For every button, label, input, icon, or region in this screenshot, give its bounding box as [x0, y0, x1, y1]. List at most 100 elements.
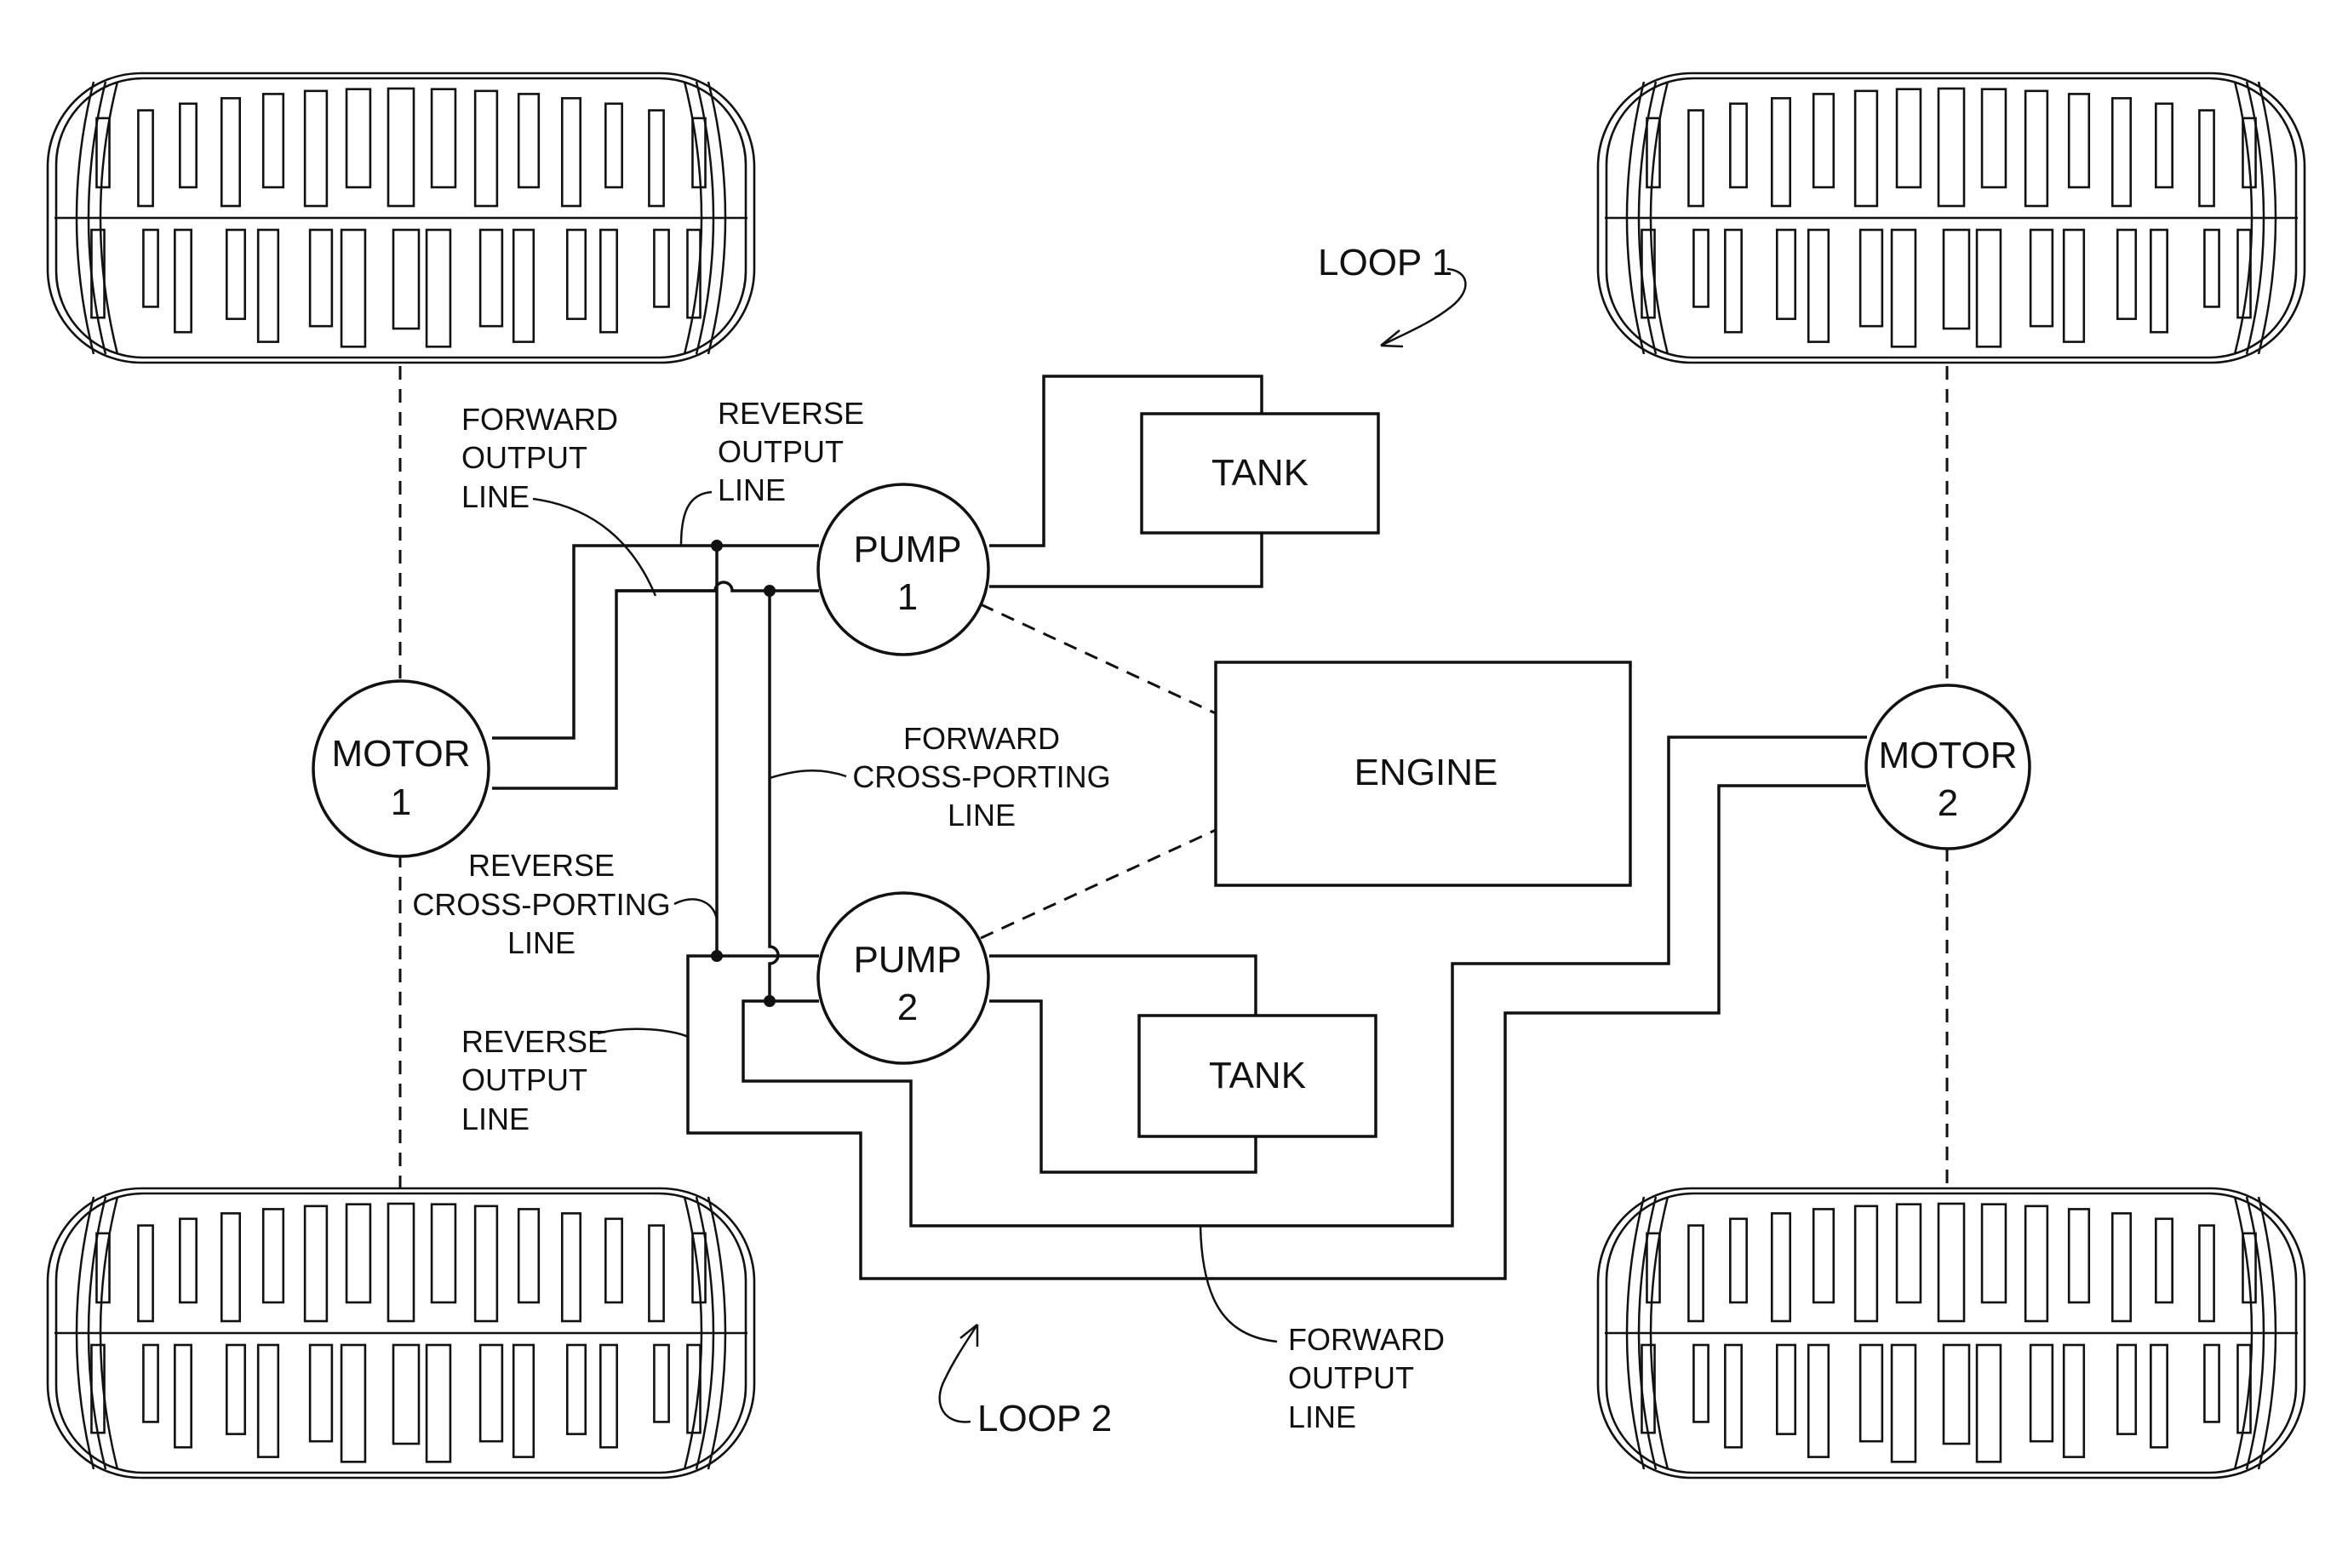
tread-block [1730, 104, 1746, 187]
tire-front-right [1598, 73, 2305, 363]
tread-block [432, 89, 455, 187]
tread-block [600, 230, 616, 332]
tread-block [567, 230, 585, 319]
tread-block [1808, 230, 1829, 342]
tread-block [518, 94, 539, 187]
tire-rear-right [1598, 1188, 2305, 1478]
tread-block [2064, 230, 2084, 342]
tread-block [388, 89, 414, 206]
svg-text:LINE: LINE [718, 472, 786, 507]
tread-block [605, 104, 621, 187]
tread-block [2199, 1226, 2213, 1321]
tread-block [480, 230, 502, 326]
tread-block [1944, 230, 1969, 329]
tread-block [475, 1206, 497, 1321]
tread-block [263, 1209, 283, 1302]
svg-text:CROSS-PORTING: CROSS-PORTING [412, 887, 670, 922]
tread-block [1892, 230, 1916, 346]
tread-block [305, 1206, 327, 1321]
tread-block [305, 91, 327, 206]
tread-block [1693, 1345, 1708, 1422]
pump2-label-line1: PUMP [853, 939, 961, 981]
tread-block [1725, 1345, 1741, 1447]
tread-block [1939, 89, 1964, 206]
loop2-label: LOOP 2 [977, 1398, 1112, 1439]
forward-output-label-top: FORWARD OUTPUT LINE [461, 402, 656, 596]
motor2-label-line2: 2 [1938, 782, 1958, 824]
svg-text:OUTPUT: OUTPUT [461, 1062, 587, 1097]
tank-lower-label: TANK [1209, 1055, 1306, 1096]
tread-block [427, 230, 450, 346]
tread-block [2204, 1345, 2219, 1422]
tread-block [1813, 1209, 1834, 1302]
svg-text:REVERSE: REVERSE [468, 848, 615, 883]
tread-block [600, 1345, 616, 1447]
tread-block [2117, 1345, 2135, 1434]
tread-block [1777, 230, 1795, 319]
svg-text:LINE: LINE [1288, 1399, 1356, 1434]
svg-text:REVERSE: REVERSE [718, 396, 864, 431]
tread-block [649, 111, 663, 206]
tread-block [654, 230, 668, 306]
tread-block [310, 1345, 332, 1441]
tread-block [346, 1205, 370, 1302]
tread-block [226, 1345, 244, 1434]
loop1-arrowhead [1381, 330, 1403, 346]
loop2-arrowhead [960, 1325, 977, 1347]
tread-block [2025, 91, 2047, 206]
tread-block [2150, 230, 2167, 332]
forward-cross-porting-line [770, 591, 778, 1001]
tread-block [175, 1345, 191, 1447]
tread-block [1855, 91, 1877, 206]
tread-block [341, 230, 365, 346]
tread-block [346, 89, 370, 187]
svg-text:LINE: LINE [948, 798, 1016, 833]
tread-block [1897, 1205, 1921, 1302]
loop2-arrow [940, 1325, 977, 1422]
tread-block [1688, 111, 1703, 206]
tread-block [263, 94, 283, 187]
tread-block [2156, 104, 2172, 187]
tread-block [393, 1345, 419, 1444]
tread-block [258, 230, 278, 342]
tread-block [2030, 230, 2053, 326]
tank-upper-label: TANK [1211, 452, 1309, 494]
svg-text:FORWARD: FORWARD [1288, 1322, 1445, 1357]
svg-text:OUTPUT: OUTPUT [461, 440, 587, 475]
tread-block [605, 1219, 621, 1302]
tread-block [138, 1226, 152, 1321]
pump2-label-line2: 2 [897, 987, 918, 1028]
svg-text:FORWARD: FORWARD [461, 402, 618, 437]
tread-block [2112, 98, 2130, 206]
tread-block [1813, 94, 1834, 187]
tread-block [180, 1219, 196, 1302]
tread-block [221, 98, 239, 206]
tread-block [226, 230, 244, 319]
tread-block [2069, 94, 2089, 187]
forward-output-label-bottom: FORWARD OUTPUT LINE [1200, 1226, 1445, 1434]
tread-block [180, 104, 196, 187]
tread-block [143, 1345, 157, 1422]
tread-block [480, 1345, 502, 1441]
tread-block [567, 1345, 585, 1434]
svg-text:OUTPUT: OUTPUT [1288, 1360, 1414, 1395]
tread-block [562, 1213, 580, 1321]
tread-block [1777, 1345, 1795, 1434]
tread-block [221, 1213, 239, 1321]
pump1-tank-return [989, 533, 1262, 587]
tread-block [2112, 1213, 2130, 1321]
tread-block [562, 98, 580, 206]
tread-block [2199, 111, 2213, 206]
tread-block [2030, 1345, 2053, 1441]
pump1-label-line1: PUMP [853, 529, 961, 570]
reverse-cross-porting-label: REVERSE CROSS-PORTING LINE [412, 848, 717, 960]
tire-rear-left [48, 1188, 754, 1478]
tread-block [310, 230, 332, 326]
tread-block [388, 1204, 414, 1321]
tread-block [1982, 89, 2006, 187]
tread-block [1725, 230, 1741, 332]
tread-block [518, 1209, 539, 1302]
tread-block [2204, 230, 2219, 306]
tread-block [175, 230, 191, 332]
